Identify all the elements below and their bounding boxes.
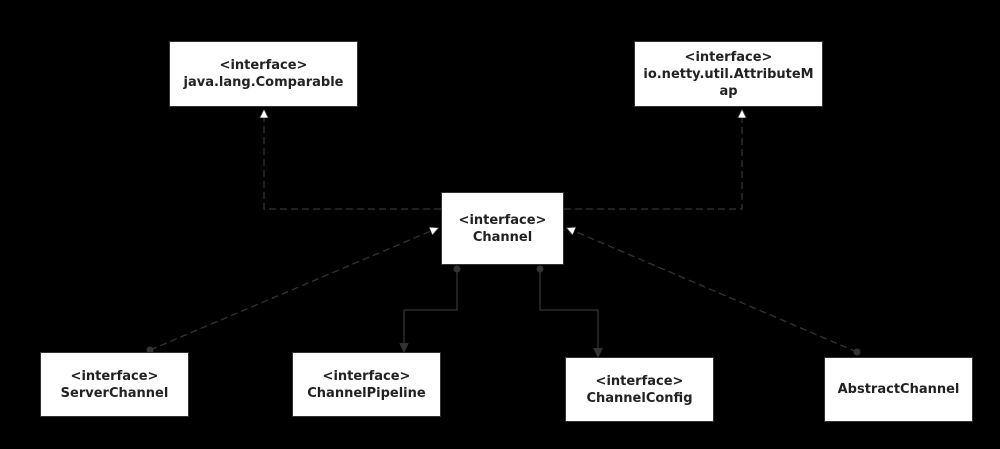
- edge-serverchannel-tail-dot: [146, 346, 154, 354]
- node-java-lang-comparable[interactable]: <interface> java.lang.Comparable: [169, 41, 358, 107]
- node-stereotype: <interface>: [684, 49, 773, 65]
- node-name: ServerChannel: [60, 385, 169, 401]
- node-stereotype: <interface>: [595, 373, 684, 389]
- node-name: Channel: [472, 229, 533, 245]
- edge-channel-config: [539, 270, 598, 356]
- edge-channel-pipeline: [404, 270, 458, 351]
- node-serverchannel[interactable]: <interface> ServerChannel: [40, 352, 189, 417]
- edge-abstractchannel-channel: [567, 228, 858, 353]
- node-name: ChannelPipeline: [307, 385, 426, 401]
- edge-serverchannel-channel: [149, 228, 438, 351]
- edge-channel-attributemap: [564, 110, 742, 210]
- node-channelconfig[interactable]: <interface> ChannelConfig: [565, 357, 714, 422]
- node-abstractchannel[interactable]: AbstractChannel: [824, 357, 973, 422]
- node-stereotype: <interface>: [322, 368, 411, 384]
- node-name: java.lang.Comparable: [183, 75, 344, 90]
- edge-config-tail-dot: [536, 265, 544, 273]
- edge-channel-comparable: [264, 110, 441, 210]
- node-stereotype: <interface>: [70, 368, 159, 384]
- node-io-netty-util-attributemap[interactable]: <interface> io.netty.util.AttributeMap: [634, 41, 823, 107]
- node-name: io.netty.util.AttributeMap: [643, 66, 814, 99]
- edge-abstractchannel-tail-dot: [853, 348, 861, 356]
- node-name: ChannelConfig: [586, 390, 693, 406]
- node-name: AbstractChannel: [837, 382, 960, 397]
- edge-pipeline-tail-dot: [453, 265, 461, 273]
- node-channel[interactable]: <interface> Channel: [441, 192, 564, 265]
- node-channelpipeline[interactable]: <interface> ChannelPipeline: [292, 352, 441, 417]
- node-stereotype: <interface>: [219, 58, 308, 73]
- node-stereotype: <interface>: [458, 212, 547, 228]
